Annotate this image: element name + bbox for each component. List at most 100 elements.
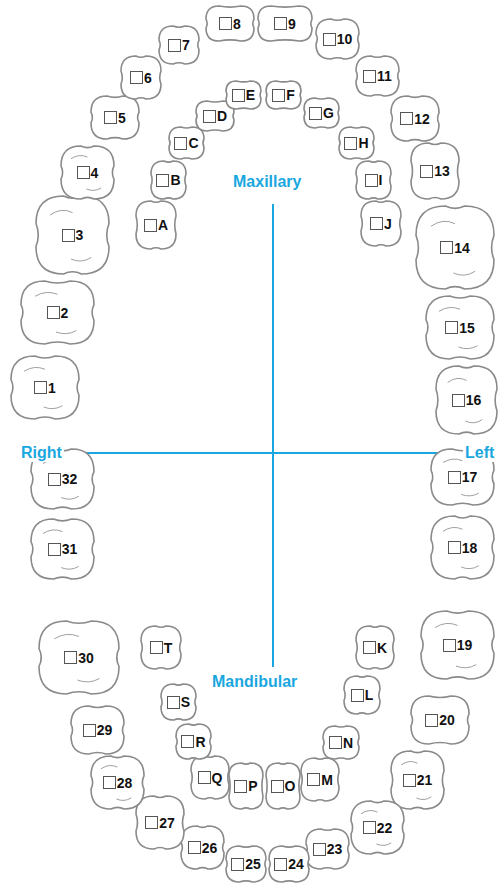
tooth-label: 14 bbox=[440, 241, 470, 255]
tooth-label: O bbox=[271, 779, 296, 793]
tooth-number: 16 bbox=[466, 393, 482, 407]
checkbox bbox=[400, 112, 413, 125]
tooth-label: 5 bbox=[104, 111, 126, 125]
tooth-number: N bbox=[343, 736, 353, 750]
checkbox bbox=[62, 229, 75, 242]
tooth-label: 22 bbox=[363, 821, 393, 835]
checkbox bbox=[181, 735, 194, 748]
checkbox bbox=[272, 89, 285, 102]
tooth-number: 9 bbox=[288, 17, 296, 31]
tooth-number: 30 bbox=[78, 651, 94, 665]
tooth-number: 17 bbox=[462, 470, 478, 484]
checkbox bbox=[130, 71, 143, 84]
tooth-label: J bbox=[370, 217, 392, 231]
tooth-number: 7 bbox=[182, 38, 190, 52]
checkbox bbox=[231, 858, 244, 871]
tooth-label: 32 bbox=[48, 472, 78, 486]
tooth: O bbox=[265, 762, 301, 810]
tooth-label: 21 bbox=[403, 773, 433, 787]
tooth-number: Q bbox=[212, 771, 223, 785]
tooth-label: 25 bbox=[231, 857, 261, 871]
tooth: 29 bbox=[70, 705, 125, 755]
tooth: 1 bbox=[10, 355, 80, 420]
tooth-number: 19 bbox=[457, 638, 473, 652]
tooth: 31 bbox=[30, 518, 95, 580]
checkbox bbox=[445, 321, 458, 334]
checkbox bbox=[47, 306, 60, 319]
tooth: B bbox=[150, 160, 187, 200]
tooth: 23 bbox=[305, 828, 350, 870]
tooth: G bbox=[303, 97, 340, 129]
tooth-number: H bbox=[358, 136, 368, 150]
tooth-number: R bbox=[195, 735, 205, 749]
tooth: 27 bbox=[135, 795, 185, 850]
tooth-number: 32 bbox=[62, 472, 78, 486]
tooth-label: 6 bbox=[130, 71, 152, 85]
tooth-number: 26 bbox=[202, 841, 218, 855]
tooth-number: A bbox=[158, 218, 168, 232]
tooth: 13 bbox=[410, 142, 460, 200]
tooth: 9 bbox=[257, 5, 313, 42]
tooth: 10 bbox=[315, 18, 360, 60]
tooth: C bbox=[168, 126, 205, 160]
checkbox bbox=[443, 639, 456, 652]
tooth-label: H bbox=[344, 136, 368, 150]
tooth: I bbox=[355, 160, 392, 200]
tooth-label: 15 bbox=[445, 321, 475, 335]
checkbox bbox=[156, 174, 169, 187]
tooth-number: 13 bbox=[434, 164, 450, 178]
tooth-label: N bbox=[329, 736, 353, 750]
tooth-number: G bbox=[323, 106, 334, 120]
tooth: M bbox=[300, 757, 340, 802]
tooth: 5 bbox=[90, 95, 140, 140]
axis-label: Right bbox=[19, 444, 64, 462]
checkbox bbox=[452, 394, 465, 407]
tooth-label: E bbox=[232, 88, 255, 102]
axis-label: Maxillary bbox=[231, 173, 303, 191]
tooth: 16 bbox=[435, 365, 498, 435]
tooth-number: K bbox=[377, 641, 387, 655]
tooth-number: S bbox=[181, 695, 190, 709]
tooth: 28 bbox=[90, 755, 145, 810]
tooth-number: I bbox=[379, 173, 383, 187]
tooth-number: O bbox=[285, 779, 296, 793]
checkbox bbox=[167, 696, 180, 709]
tooth-number: 28 bbox=[117, 776, 133, 790]
tooth-label: T bbox=[150, 641, 173, 655]
checkbox bbox=[219, 17, 232, 30]
tooth-label: A bbox=[144, 218, 168, 232]
tooth-label: 24 bbox=[274, 857, 304, 871]
tooth: 14 bbox=[415, 205, 495, 290]
tooth-label: 29 bbox=[83, 723, 113, 737]
tooth-number: D bbox=[217, 109, 227, 123]
tooth-number: 15 bbox=[459, 321, 475, 335]
tooth-number: 21 bbox=[417, 773, 433, 787]
vertical-axis bbox=[272, 204, 274, 667]
checkbox bbox=[363, 821, 376, 834]
tooth: 25 bbox=[225, 845, 267, 883]
tooth-label: R bbox=[181, 735, 205, 749]
tooth-number: J bbox=[384, 217, 392, 231]
tooth-label: 12 bbox=[400, 112, 430, 126]
tooth-number: P bbox=[248, 779, 257, 793]
tooth-number: 4 bbox=[91, 166, 99, 180]
checkbox bbox=[274, 17, 287, 30]
tooth-label: 3 bbox=[62, 228, 84, 242]
checkbox bbox=[271, 780, 284, 793]
tooth: N bbox=[322, 725, 360, 760]
checkbox bbox=[313, 843, 326, 856]
tooth-label: G bbox=[309, 106, 334, 120]
tooth-number: 23 bbox=[327, 842, 343, 856]
tooth-label: 26 bbox=[188, 841, 218, 855]
tooth: A bbox=[135, 200, 177, 250]
tooth-label: 7 bbox=[168, 38, 190, 52]
tooth-number: 18 bbox=[462, 541, 478, 555]
checkbox bbox=[174, 137, 187, 150]
checkbox bbox=[329, 736, 342, 749]
tooth: 3 bbox=[35, 195, 110, 275]
axis-label: Mandibular bbox=[210, 673, 299, 691]
checkbox bbox=[103, 776, 116, 789]
tooth: 26 bbox=[180, 825, 225, 870]
checkbox bbox=[365, 174, 378, 187]
checkbox bbox=[77, 166, 90, 179]
